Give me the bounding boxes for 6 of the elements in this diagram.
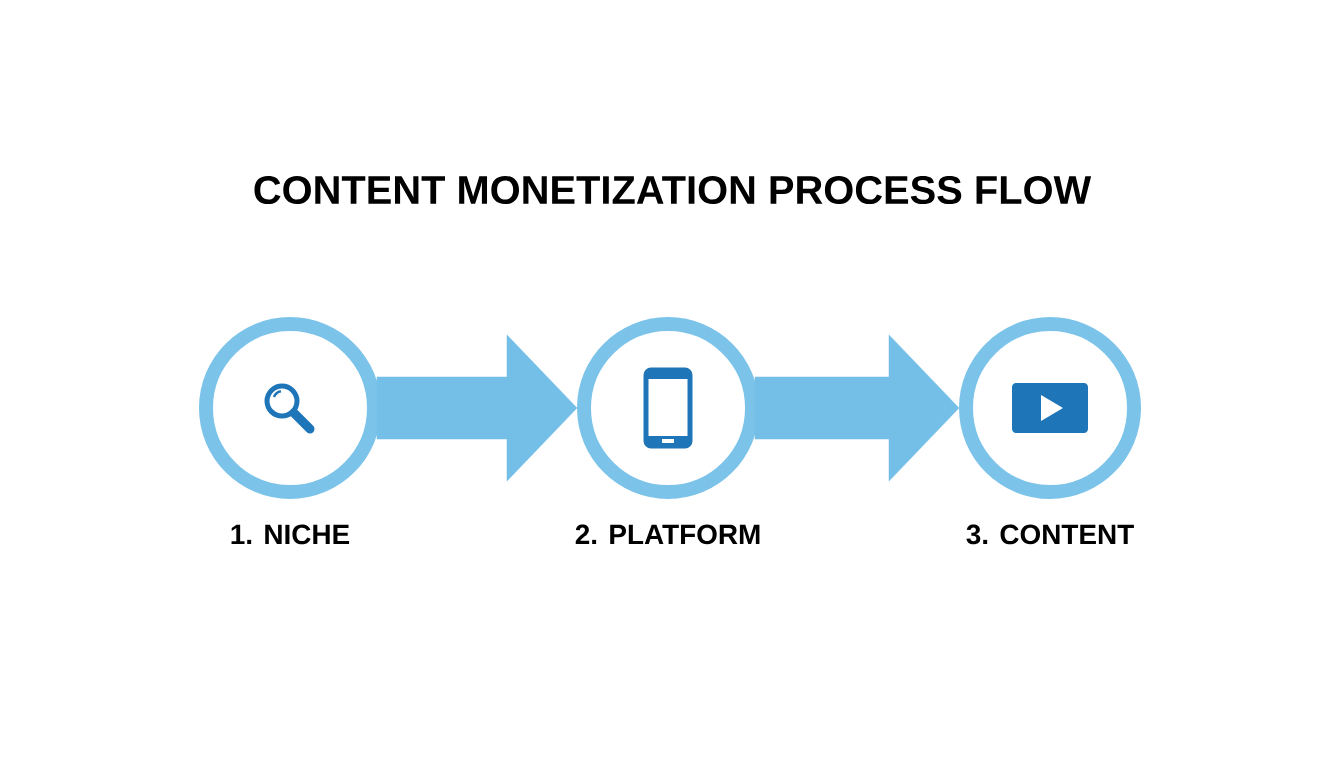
node-label: 1. NICHE [231,524,350,545]
arrow [754,334,960,482]
arrow [376,334,578,482]
node-label: 2. PLATFORM [575,524,760,545]
node-label: 3. CONTENT [966,524,1134,545]
title: CONTENT MONETIZATION PROCESS FLOW [254,175,1092,205]
